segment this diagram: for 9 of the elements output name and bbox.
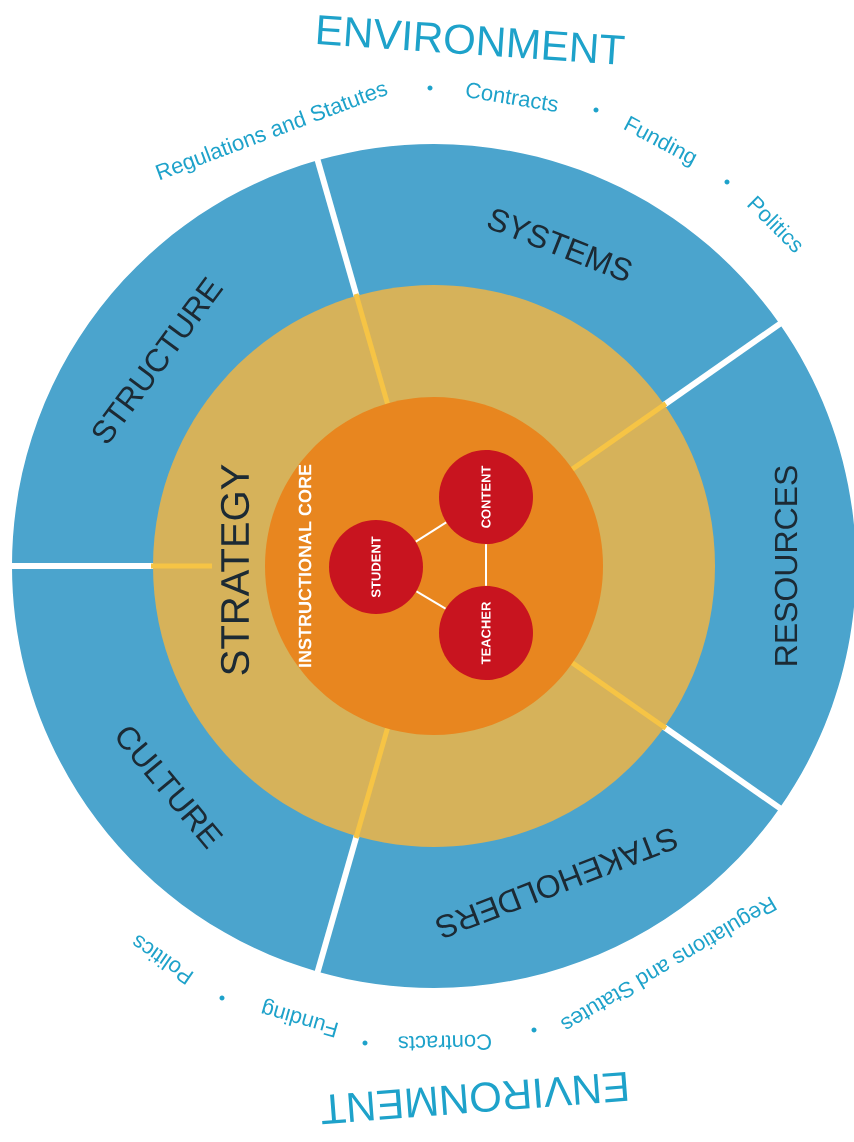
connector-line	[414, 521, 448, 543]
connector-line	[485, 543, 487, 587]
environment-label: Contracts	[398, 1034, 491, 1051]
node-label: RESOURCES	[774, 466, 798, 665]
ring-segment: RESOURCES	[655, 323, 854, 809]
environment-label: ENVIRONMENT	[322, 1071, 628, 1125]
environment-label: Contracts	[466, 82, 558, 112]
connector-line	[415, 590, 447, 610]
environment-label: ENVIRONMENT	[317, 15, 625, 65]
